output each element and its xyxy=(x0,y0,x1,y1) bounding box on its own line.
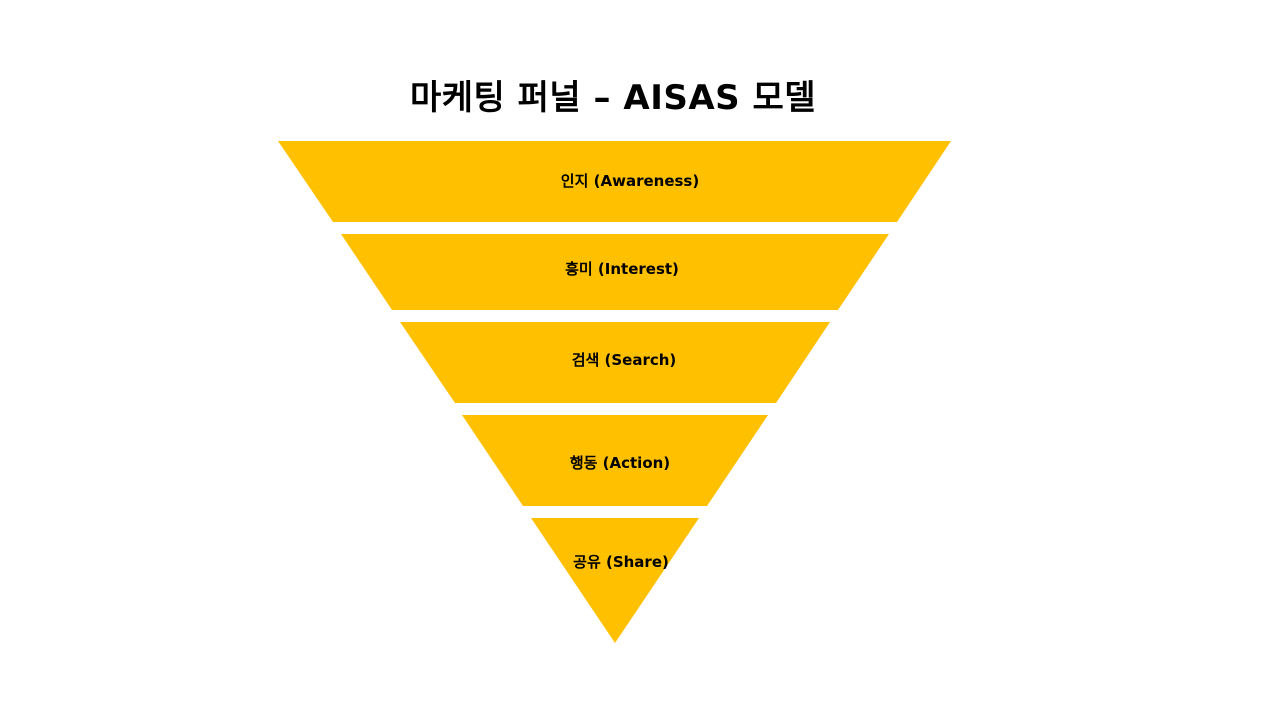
funnel-stage-share-label: 공유 (Share) xyxy=(573,553,669,571)
funnel-stage-action-label: 행동 (Action) xyxy=(570,454,670,472)
funnel-stage-awareness xyxy=(278,141,951,222)
funnel-stage-action xyxy=(462,415,768,506)
funnel-stage-interest-label: 흥미 (Interest) xyxy=(565,260,679,278)
funnel-stage-awareness-label: 인지 (Awareness) xyxy=(561,172,699,190)
funnel-stage-interest xyxy=(341,234,889,310)
slide-title: 마케팅 퍼널 – AISAS 모델 xyxy=(409,78,817,118)
funnel-stage-share xyxy=(531,518,699,643)
funnel-stage-search xyxy=(400,322,830,403)
funnel-stage-search-label: 검색 (Search) xyxy=(572,351,677,369)
